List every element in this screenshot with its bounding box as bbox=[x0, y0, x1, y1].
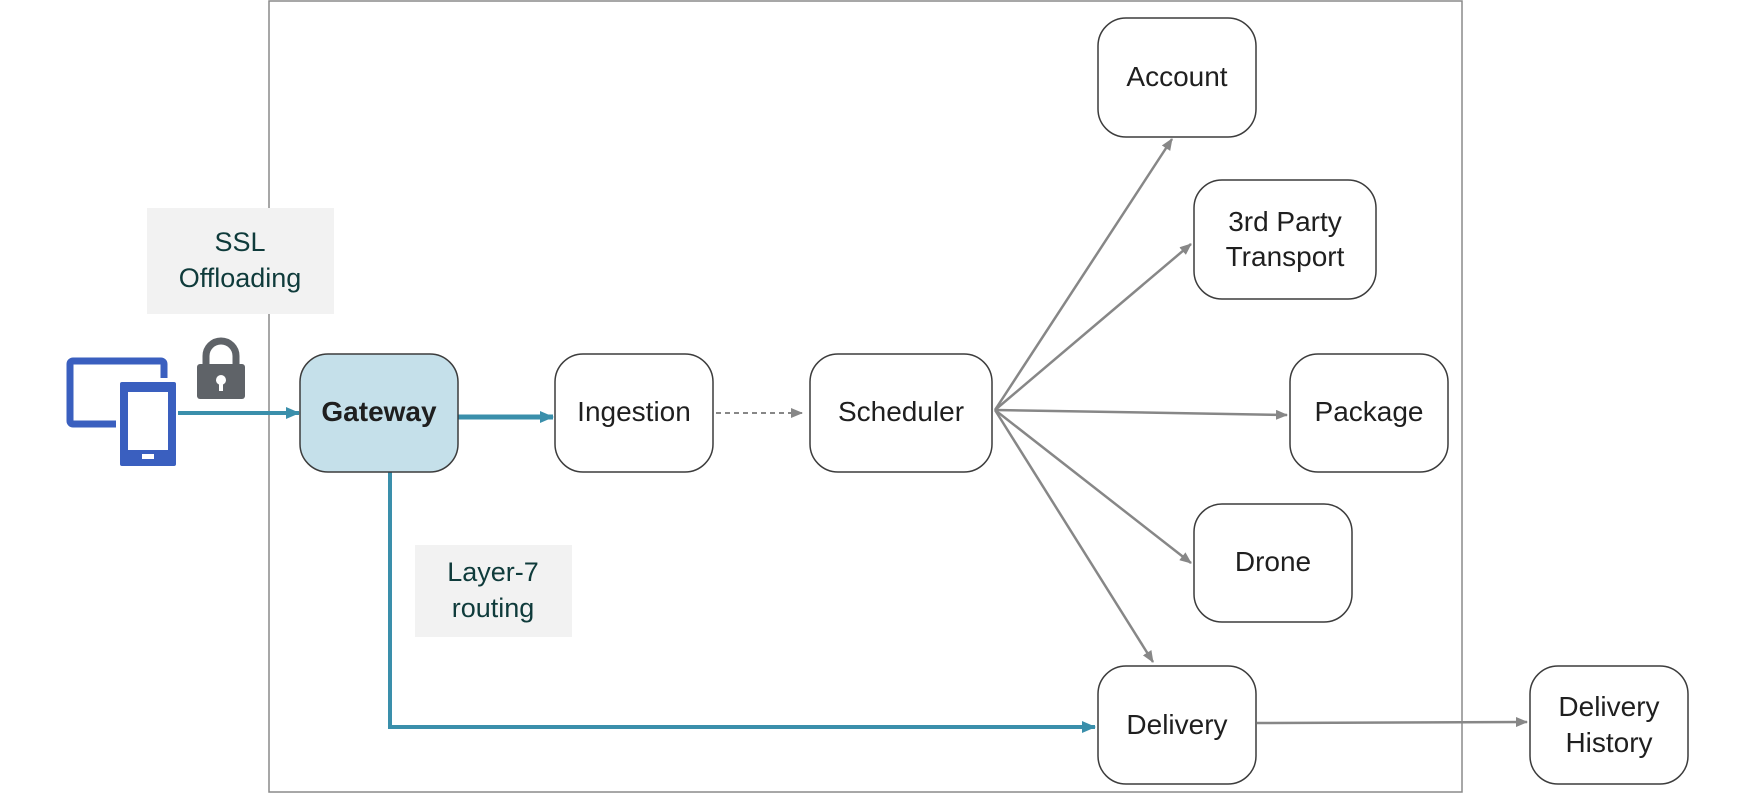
lock-icon bbox=[197, 337, 245, 399]
third-party-transport-node[interactable]: 3rd Party Transport bbox=[1193, 179, 1377, 300]
scheduler-to-drone-arrow bbox=[994, 409, 1192, 564]
gateway-to-delivery-route bbox=[388, 472, 1096, 733]
ssl-offloading-note: SSL Offloading bbox=[147, 208, 334, 314]
third-party-label-line2: Transport bbox=[1226, 241, 1345, 272]
ingestion-label: Ingestion bbox=[577, 396, 691, 427]
account-node[interactable]: Account bbox=[1097, 17, 1257, 138]
layer7-routing-note: Layer-7 routing bbox=[415, 545, 572, 637]
package-label: Package bbox=[1315, 396, 1424, 427]
drone-node[interactable]: Drone bbox=[1193, 503, 1353, 623]
delivery-label: Delivery bbox=[1126, 709, 1227, 740]
gateway-label: Gateway bbox=[321, 396, 437, 427]
ingestion-node[interactable]: Ingestion bbox=[554, 353, 714, 473]
third-party-label-line1: 3rd Party bbox=[1228, 206, 1342, 237]
package-node[interactable]: Package bbox=[1289, 353, 1449, 473]
scheduler-to-third-party-arrow bbox=[994, 243, 1192, 411]
drone-label: Drone bbox=[1235, 546, 1311, 577]
account-label: Account bbox=[1126, 61, 1227, 92]
cluster-boundary bbox=[268, 0, 1463, 793]
ssl-note-line1: SSL bbox=[214, 227, 265, 257]
scheduler-to-package-arrow bbox=[994, 408, 1288, 420]
scheduler-to-delivery-arrow bbox=[993, 409, 1155, 663]
scheduler-to-account-arrow bbox=[993, 138, 1174, 411]
devices-icon bbox=[66, 357, 180, 470]
delivery-to-history-arrow bbox=[1256, 717, 1528, 728]
layer7-note-line2: routing bbox=[452, 593, 535, 623]
scheduler-node[interactable]: Scheduler bbox=[809, 353, 993, 473]
layer7-note-line1: Layer-7 bbox=[447, 557, 539, 587]
gateway-node[interactable]: Gateway bbox=[299, 353, 459, 473]
delivery-history-label-line2: History bbox=[1565, 727, 1652, 758]
scheduler-label: Scheduler bbox=[838, 396, 964, 427]
delivery-history-node[interactable]: Delivery History bbox=[1529, 665, 1689, 785]
delivery-history-label-line1: Delivery bbox=[1558, 691, 1659, 722]
ssl-note-line2: Offloading bbox=[179, 263, 302, 293]
delivery-node[interactable]: Delivery bbox=[1097, 665, 1257, 785]
